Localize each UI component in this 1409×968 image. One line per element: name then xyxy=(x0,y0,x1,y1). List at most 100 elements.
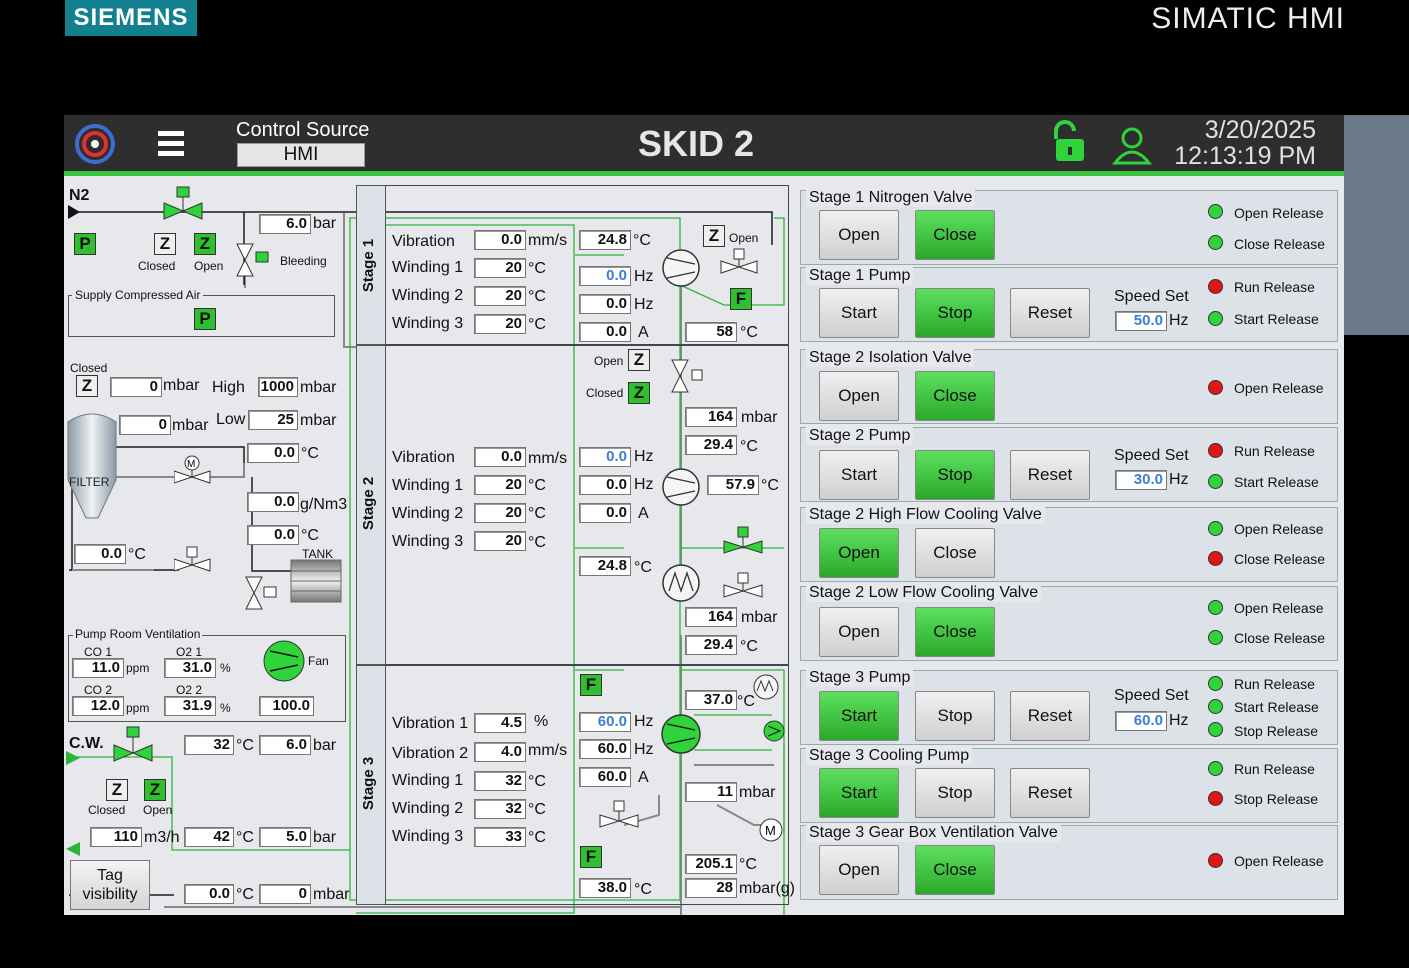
s1-pump-stop-button[interactable]: Stop xyxy=(915,288,995,338)
s2-isolation-open-button[interactable]: Open xyxy=(819,371,899,421)
hz-unit: Hz xyxy=(1169,312,1189,329)
s2-high-flow-close-button[interactable]: Close xyxy=(915,528,995,578)
low-setpoint[interactable]: 25 xyxy=(248,410,298,430)
s2-high-flow-valve-icon[interactable] xyxy=(722,525,766,561)
s2-isolation-valve-icon[interactable] xyxy=(668,358,708,396)
s2-pump-reset-button[interactable]: Reset xyxy=(1010,450,1090,500)
filter-temp-3: 0.0 xyxy=(74,544,126,564)
high-setpoint[interactable]: 1000 xyxy=(258,377,298,397)
date-text: 3/20/2025 xyxy=(1204,116,1316,144)
cw-outlet-arrow-icon xyxy=(66,842,80,856)
s2-low-flow-close-button[interactable]: Close xyxy=(915,607,995,657)
s3-winding2-value: 32 xyxy=(474,799,526,819)
s2-vibration-value: 0.0 xyxy=(474,447,526,467)
control-source-value[interactable]: HMI xyxy=(237,143,365,167)
hz-unit: Hz xyxy=(634,476,654,493)
mbar-unit: mbar xyxy=(300,379,337,396)
cw-valve-icon[interactable] xyxy=(112,725,158,767)
tank-valve-icon[interactable] xyxy=(244,575,284,615)
s1-temp-value: 24.8 xyxy=(579,230,631,250)
s3-discharge-temp: 205.1 xyxy=(685,854,737,874)
filter-closed-label: Closed xyxy=(70,361,108,375)
s3-pump-icon[interactable] xyxy=(660,713,702,755)
s1-nitrogen-open-button[interactable]: Open xyxy=(819,210,899,260)
unlock-icon[interactable] xyxy=(1046,119,1088,165)
s2-pump-start-button[interactable]: Start xyxy=(819,450,899,500)
s2-speed-input[interactable]: 30.0 xyxy=(1115,470,1167,490)
speed-set-label: Speed Set xyxy=(1114,687,1189,704)
mms-unit: mm/s xyxy=(528,450,568,467)
degc-unit: °C xyxy=(634,881,652,898)
s3-valve-icon[interactable] xyxy=(598,799,642,835)
stage2-sidebar xyxy=(356,345,386,665)
degc-unit: °C xyxy=(528,316,546,333)
degc-unit: °C xyxy=(528,505,546,522)
s3-cooling-pump-icon[interactable] xyxy=(762,719,786,743)
hz-unit: Hz xyxy=(1169,471,1189,488)
s3-cooling-reset-button[interactable]: Reset xyxy=(1010,768,1090,818)
led-label: Open Release xyxy=(1234,853,1324,869)
s1-compressor-icon[interactable] xyxy=(661,248,701,288)
ppm-unit: ppm xyxy=(126,701,150,715)
s3-pressure: 11 xyxy=(685,782,737,802)
filter-temp-2: 0.0 xyxy=(247,525,299,545)
s2-low-flow-open-button[interactable]: Open xyxy=(819,607,899,657)
led-label: Stop Release xyxy=(1234,791,1319,807)
s2-vibration-label: Vibration xyxy=(392,449,455,466)
status-led xyxy=(1208,761,1223,776)
s2-pressure-2: 164 xyxy=(685,607,737,627)
s1-winding3-label: Winding 3 xyxy=(392,315,464,332)
degc-unit: °C xyxy=(528,829,546,846)
co1-label: CO 1 xyxy=(84,645,113,659)
n2-pressure-switch[interactable]: P xyxy=(74,233,96,255)
filter-dp-value: 0 xyxy=(110,377,162,397)
s1-pump-reset-button[interactable]: Reset xyxy=(1010,288,1090,338)
motor-valve-icon[interactable]: M xyxy=(174,455,214,487)
bleed-valve-icon[interactable] xyxy=(232,240,272,290)
s3-speed-input[interactable]: 60.0 xyxy=(1115,711,1167,731)
s1-pump-start-button[interactable]: Start xyxy=(819,288,899,338)
status-led xyxy=(1208,279,1223,294)
s1-speed-input[interactable]: 50.0 xyxy=(1115,311,1167,331)
low-label: Low xyxy=(216,411,246,428)
s2-high-flow-open-button[interactable]: Open xyxy=(819,528,899,578)
led-label: Start Release xyxy=(1234,311,1319,327)
s2-winding3-label: Winding 3 xyxy=(392,533,464,550)
s1-nitrogen-close-button[interactable]: Close xyxy=(915,210,995,260)
hz-unit: Hz xyxy=(634,741,654,758)
s1-current-value: 0.0 xyxy=(579,322,631,342)
tag-visibility-button[interactable]: Tag visibility xyxy=(70,860,150,910)
status-led xyxy=(1208,791,1223,806)
s3-heat-exchanger-icon xyxy=(753,674,779,700)
led-label: Open Release xyxy=(1234,380,1324,396)
s2-closed-label: Closed xyxy=(586,386,624,400)
supply-air-pressure-switch[interactable]: P xyxy=(194,308,216,330)
led-label: Run Release xyxy=(1234,443,1315,459)
s3-cooling-stop-button[interactable]: Stop xyxy=(915,768,995,818)
s3-pump-start-button[interactable]: Start xyxy=(819,691,899,741)
s2-pump-stop-button[interactable]: Stop xyxy=(915,450,995,500)
s3-gearbox-open-button[interactable]: Open xyxy=(819,845,899,895)
s3-cooling-start-button[interactable]: Start xyxy=(819,768,899,818)
stage2-label: Stage 2 xyxy=(360,476,378,531)
product-name: SIMATIC HMI xyxy=(1151,2,1345,35)
menu-icon[interactable] xyxy=(158,129,184,159)
s2-pressure-1: 164 xyxy=(685,407,737,427)
n2-valve-icon[interactable] xyxy=(162,185,208,225)
s3-pump-stop-button[interactable]: Stop xyxy=(915,691,995,741)
co2-label: CO 2 xyxy=(84,683,113,697)
s1-nitrogen-valve-icon[interactable] xyxy=(719,247,761,281)
s3-pump-reset-button[interactable]: Reset xyxy=(1010,691,1090,741)
s2-compressor-icon[interactable] xyxy=(661,467,701,507)
fan-icon[interactable] xyxy=(260,637,308,685)
tank-icon xyxy=(290,559,342,603)
drain-valve-icon[interactable] xyxy=(174,545,214,579)
amp-unit: A xyxy=(638,505,649,522)
user-icon[interactable] xyxy=(1112,125,1152,165)
s2-low-flow-valve-icon[interactable] xyxy=(722,571,766,605)
mbar-unit: mbar xyxy=(313,886,350,903)
s1-hz-actual: 0.0 xyxy=(579,294,631,314)
s3-gearbox-close-button[interactable]: Close xyxy=(915,845,995,895)
s2-isolation-close-button[interactable]: Close xyxy=(915,371,995,421)
app-logo-icon[interactable] xyxy=(74,123,116,165)
